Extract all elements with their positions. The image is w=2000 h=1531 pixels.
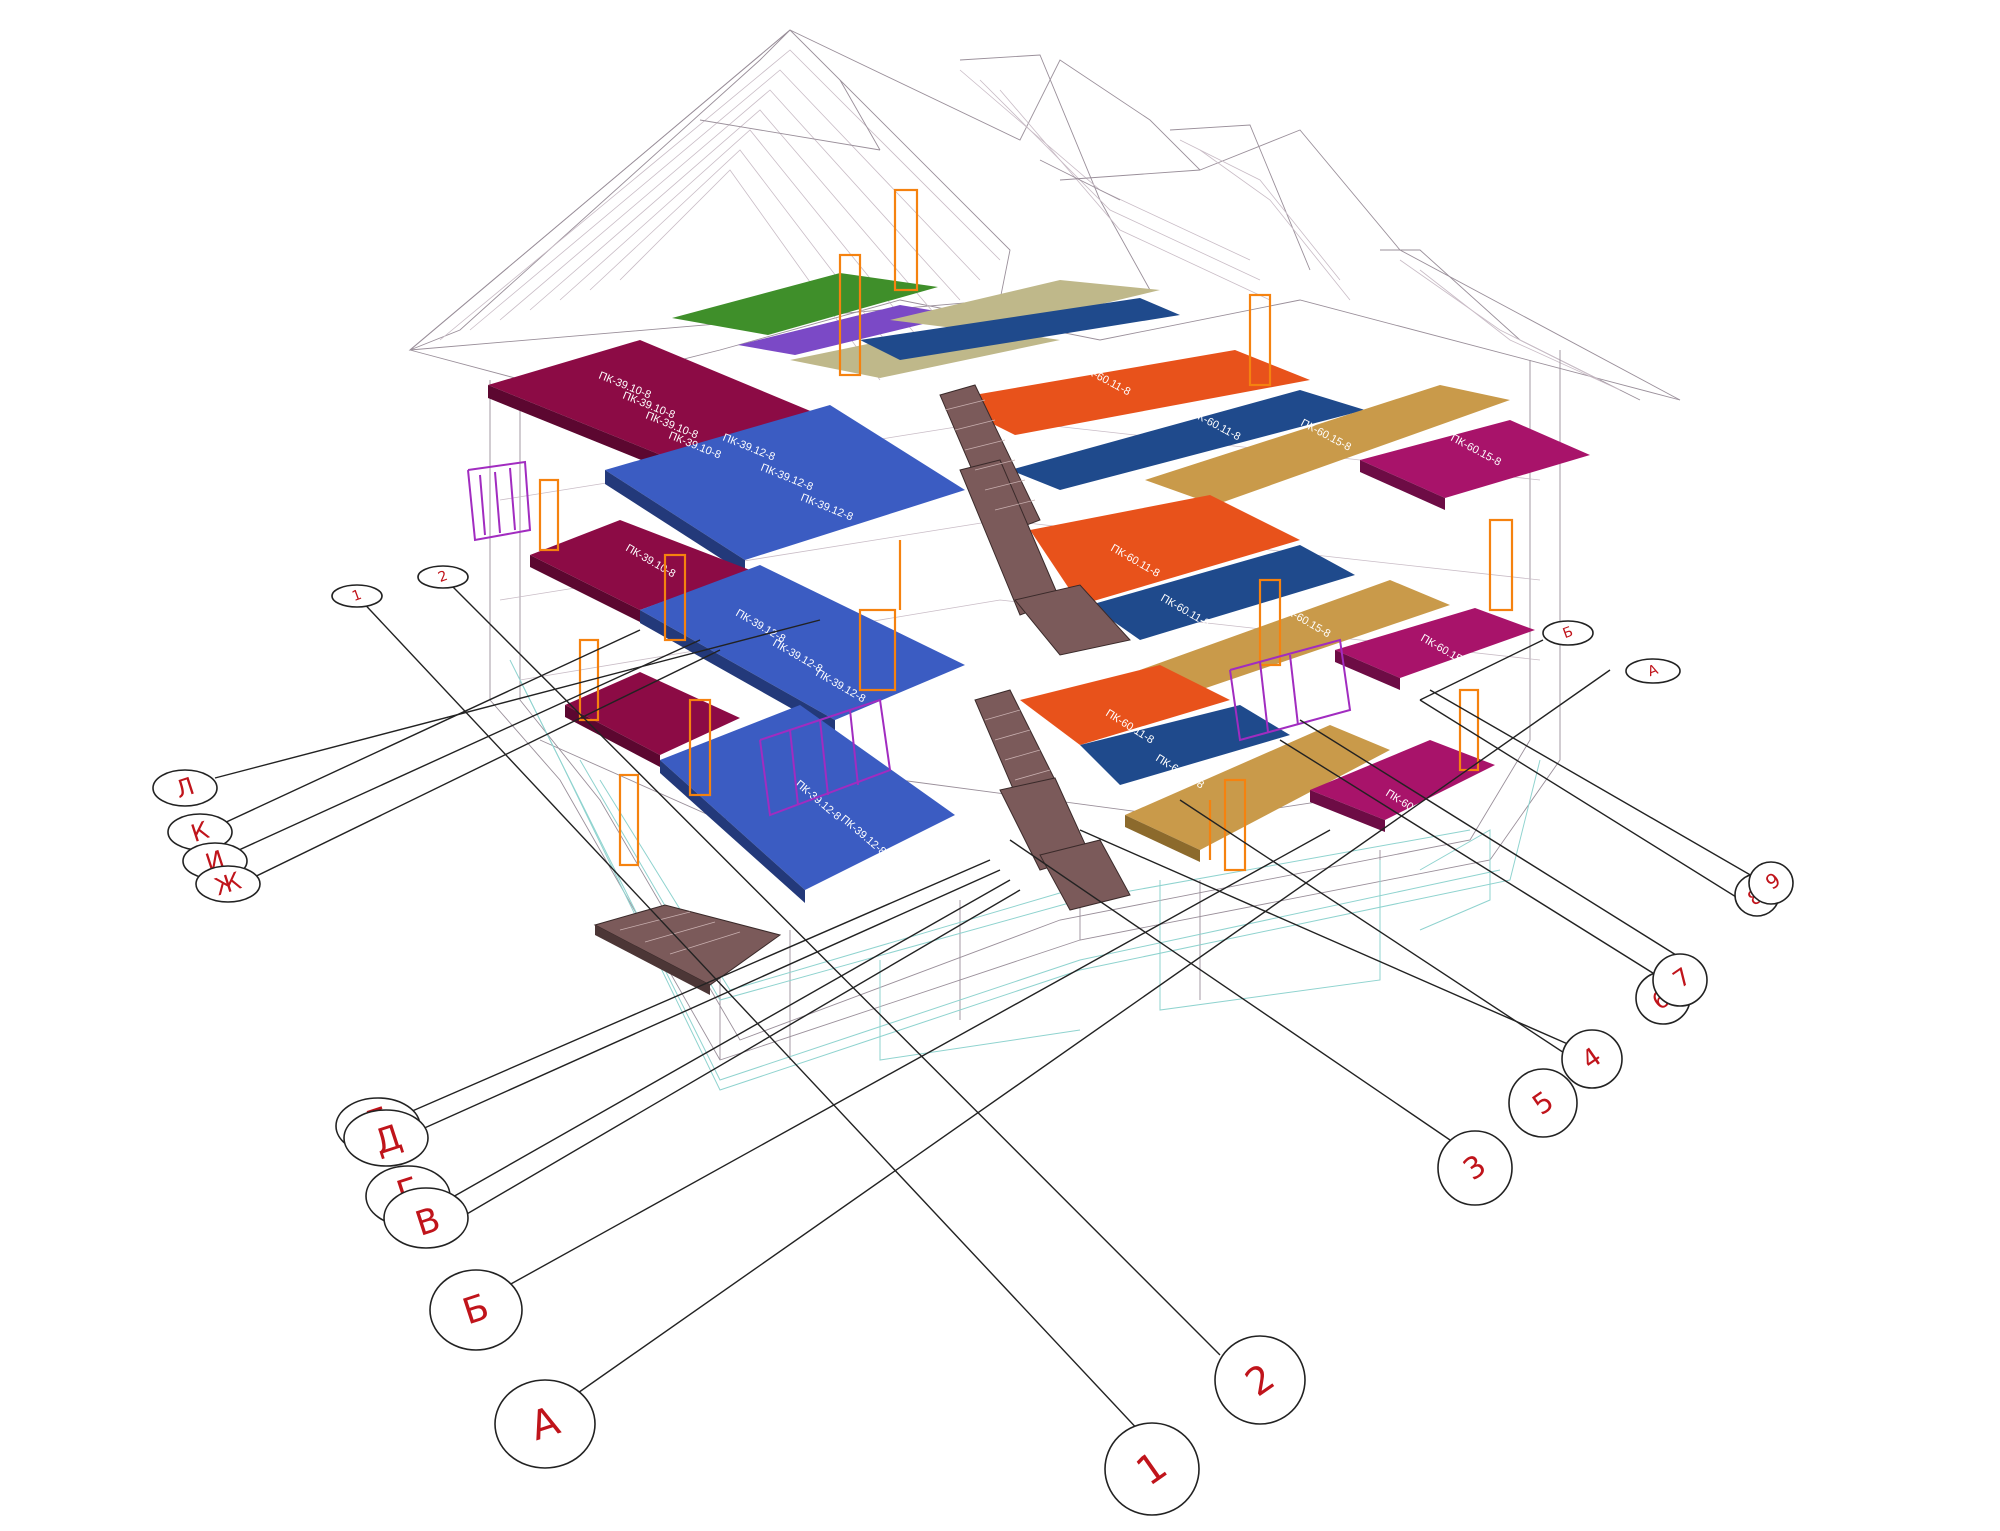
axis-bubble-a: А [494, 1379, 596, 1469]
axis-bubble-v: В [383, 1187, 469, 1249]
stair-flight-ground [593, 904, 782, 986]
axis-bubble-5: 5 [1508, 1068, 1578, 1138]
slab-navy-mid [1090, 545, 1355, 640]
axis-bubble-a-small: А [1625, 658, 1681, 684]
slab-magenta-top [1360, 420, 1590, 498]
slab-navy-top1 [860, 298, 1180, 360]
slab-orange-mid [1030, 495, 1300, 605]
slab-orange-bottom [1020, 665, 1230, 745]
axis-bubbles: 1 2 Б А Л К И Ж [152, 565, 1794, 1516]
slab-magenta-bottom [1310, 740, 1495, 820]
slab-tan-bottom [1125, 725, 1390, 850]
slab-blue-mid [640, 565, 965, 720]
axis-bubble-b: Б [429, 1269, 523, 1351]
slab-blue-bottom [660, 705, 955, 890]
axis-bubble-2: 2 [1214, 1335, 1306, 1425]
slab-blue-top [605, 405, 965, 560]
slab-maroon-mid [530, 520, 750, 610]
balcony-railings [467, 460, 1352, 817]
roof-wireframe [408, 29, 1681, 401]
foundation-wireframe [509, 659, 1541, 1091]
axis-bubble-3: 3 [1437, 1130, 1513, 1206]
axis-bubble-l: Л [152, 769, 218, 807]
slab-maroon-bottom [565, 672, 740, 755]
slab-navy-top2 [1010, 390, 1365, 490]
staircase [593, 384, 1131, 995]
slab-khaki-top [890, 280, 1160, 332]
floor-slabs [488, 273, 1590, 903]
axis-bubble-4: 4 [1561, 1029, 1623, 1089]
slab-tan-top [1145, 385, 1510, 505]
window-door-frames [538, 188, 1514, 872]
axis-bubble-b-small: Б [1542, 620, 1594, 646]
slab-tan-mid [1140, 580, 1450, 690]
axis-leader-lines [214, 576, 1786, 1435]
slab-green [672, 273, 938, 335]
axis-bubble-zh: Ж [195, 865, 261, 903]
axis-bubble-9: 9 [1748, 861, 1794, 905]
axis-bubble-2-small: 2 [417, 565, 469, 589]
axis-bubble-d: Д [343, 1109, 429, 1167]
slab-orange-top [945, 350, 1310, 435]
axis-bubble-1-small: 1 [331, 584, 383, 608]
slab-magenta-mid [1335, 608, 1535, 678]
axis-bubble-7: 7 [1652, 953, 1708, 1007]
axis-bubble-1: 1 [1104, 1422, 1200, 1516]
